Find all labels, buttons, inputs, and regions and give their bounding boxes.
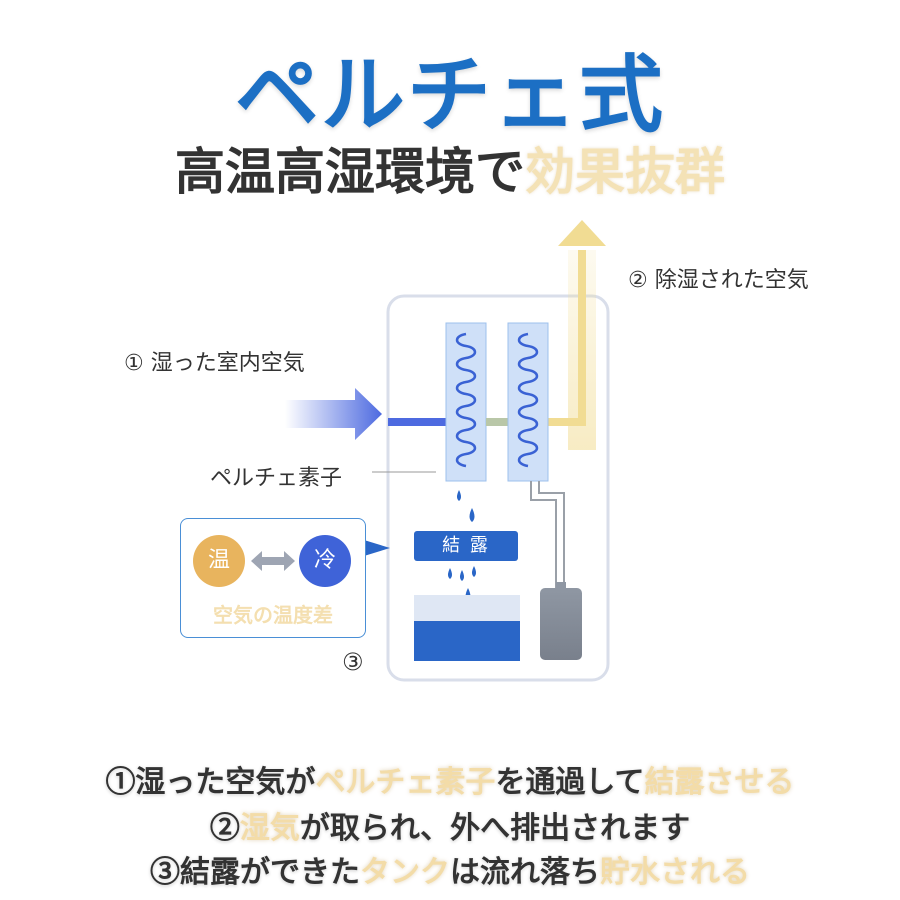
humid-air-label: ① 湿った室内空気	[124, 351, 305, 376]
drain-pipe	[530, 481, 557, 588]
cold-circle: 冷	[299, 535, 351, 587]
title: ペルチェ式	[234, 46, 665, 144]
subtitle: 高温高湿環境で効果抜群	[0, 132, 900, 204]
peltier-element-left	[445, 322, 487, 482]
line1-highlight-b: 結露させる	[644, 765, 795, 800]
temp-box-pointer	[364, 540, 390, 556]
subtitle-part2: 効果抜群	[525, 142, 725, 201]
double-arrow-icon	[251, 551, 295, 571]
explanation-line-2: ②湿気が取られ、外へ排出されます	[0, 803, 900, 847]
peltier-element-right	[507, 322, 549, 482]
line2-text-b: が取られ、外へ排出されます	[299, 811, 691, 846]
explanation-line-3: ③結露ができたタンクは流れ落ち貯水される	[0, 847, 900, 891]
line1-text-b: を通過して	[495, 765, 645, 800]
line2-text-a: ②	[209, 811, 240, 846]
line1-text-a: ①湿った空気が	[105, 765, 316, 800]
line2-highlight-a: 湿気	[239, 811, 300, 846]
line3-highlight-b: 貯水される	[600, 855, 750, 890]
side-tank	[540, 588, 582, 660]
peltier-connector	[486, 418, 508, 426]
humid-air-arrow	[285, 388, 382, 440]
peltier-label: ペルチェ素子	[210, 466, 343, 491]
unit-housing	[386, 294, 610, 682]
line1-highlight-a: ペルチェ素子	[315, 765, 496, 800]
humid-air-flow-line	[388, 418, 446, 426]
line3-text-b: は流れ落ち	[450, 855, 600, 890]
step-3-marker: ③	[342, 648, 364, 676]
subtitle-part1: 高温高湿環境で	[175, 142, 525, 201]
dehumidified-air-arrowhead	[558, 220, 606, 246]
line3-text-a: ③結露ができた	[150, 855, 360, 890]
warm-circle: 温	[193, 535, 245, 587]
dew-label: 結 露	[414, 531, 518, 561]
dehumidified-air-arrow	[568, 250, 596, 450]
temperature-difference-box: 温 冷 空気の温度差	[180, 518, 366, 638]
dry-air-flow-line	[546, 418, 586, 426]
explanation-line-1: ①湿った空気がペルチェ素子を通過して結露させる	[0, 757, 900, 801]
temperature-difference-caption: 空気の温度差	[213, 603, 333, 627]
stored-water	[414, 621, 520, 661]
dehumidified-air-label: ② 除湿された空気	[628, 268, 809, 293]
line3-highlight-a: タンク	[360, 855, 450, 890]
